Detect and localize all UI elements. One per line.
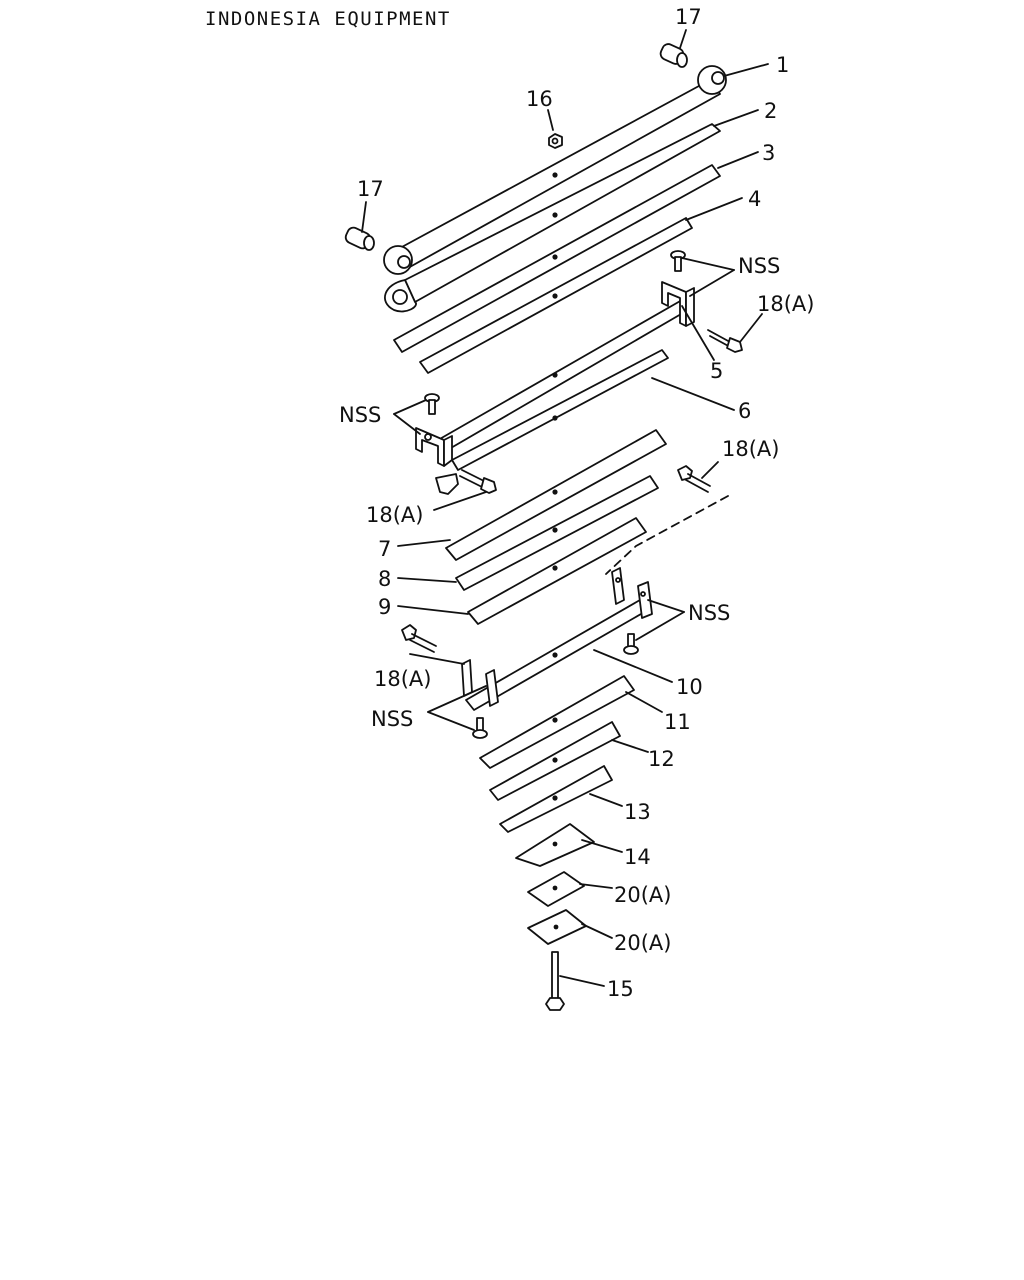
leaf-part-5 bbox=[415, 281, 695, 467]
callout-3: 3 bbox=[762, 141, 775, 165]
plate-part-14 bbox=[515, 823, 595, 867]
bushing-part-17-top bbox=[659, 43, 688, 68]
callout-20a-lower: 20(A) bbox=[614, 931, 671, 955]
callout-18a-middle-left: 18(A) bbox=[366, 503, 423, 527]
leader-lines bbox=[361, 29, 769, 987]
callout-2: 2 bbox=[764, 99, 777, 123]
shim-part-20a-lower bbox=[527, 909, 587, 945]
callout-14: 14 bbox=[624, 845, 651, 869]
callout-nss-lower-left: NSS bbox=[371, 707, 413, 731]
bolt-part-18a-upper-right bbox=[707, 329, 743, 353]
nss-rivet-lower-right bbox=[623, 633, 639, 655]
leaf-part-4 bbox=[419, 217, 693, 374]
leaf-part-8 bbox=[455, 475, 659, 591]
callout-16: 16 bbox=[526, 87, 553, 111]
callout-5: 5 bbox=[710, 359, 723, 383]
callout-nss-top-right: NSS bbox=[738, 254, 780, 278]
callout-nss-right: NSS bbox=[688, 601, 730, 625]
callout-4: 4 bbox=[748, 187, 761, 211]
callout-10: 10 bbox=[676, 675, 703, 699]
page-title: INDONESIA EQUIPMENT bbox=[205, 8, 451, 30]
leaf-part-7 bbox=[445, 429, 667, 561]
center-bolt-part-15 bbox=[545, 951, 565, 1011]
callout-13: 13 bbox=[624, 800, 651, 824]
nut-part-16 bbox=[548, 133, 563, 149]
shim-part-20a-upper bbox=[527, 871, 585, 907]
callout-6: 6 bbox=[738, 399, 751, 423]
callout-nss-left: NSS bbox=[339, 403, 381, 427]
callout-17-left: 17 bbox=[357, 177, 384, 201]
callout-7: 7 bbox=[378, 537, 391, 561]
callout-labels: 17 1 16 2 3 17 4 NSS 18(A) 5 NSS 6 18(A)… bbox=[339, 5, 814, 1001]
callout-8: 8 bbox=[378, 567, 391, 591]
leaf-part-10 bbox=[461, 567, 653, 711]
leaf-part-13 bbox=[499, 765, 613, 833]
callout-20a-upper: 20(A) bbox=[614, 883, 671, 907]
callout-11: 11 bbox=[664, 710, 691, 734]
nss-rivet-top-right bbox=[670, 250, 686, 272]
callout-18a-middle-right: 18(A) bbox=[722, 437, 779, 461]
callout-12: 12 bbox=[648, 747, 675, 771]
callout-18a-lower: 18(A) bbox=[374, 667, 431, 691]
callout-17-top: 17 bbox=[675, 5, 702, 29]
bolt-part-18a-middle-left bbox=[435, 469, 497, 495]
bushing-part-17-left bbox=[344, 226, 375, 251]
callout-1: 1 bbox=[776, 53, 789, 77]
leaf-part-12 bbox=[489, 721, 621, 801]
callout-15: 15 bbox=[607, 977, 634, 1001]
leaf-part-2 bbox=[384, 123, 721, 313]
leaf-part-6 bbox=[451, 349, 669, 471]
callout-18a-upper: 18(A) bbox=[757, 292, 814, 316]
callout-9: 9 bbox=[378, 595, 391, 619]
leaf-part-1-main bbox=[383, 65, 727, 275]
leaf-part-11 bbox=[479, 675, 635, 769]
nss-rivet-lower-left bbox=[472, 717, 488, 739]
bolt-part-18a-lower-left bbox=[401, 624, 437, 653]
nss-rivet-left bbox=[424, 393, 440, 415]
leaf-part-9 bbox=[467, 517, 647, 625]
bolt-part-18a-middle-right bbox=[677, 465, 711, 493]
